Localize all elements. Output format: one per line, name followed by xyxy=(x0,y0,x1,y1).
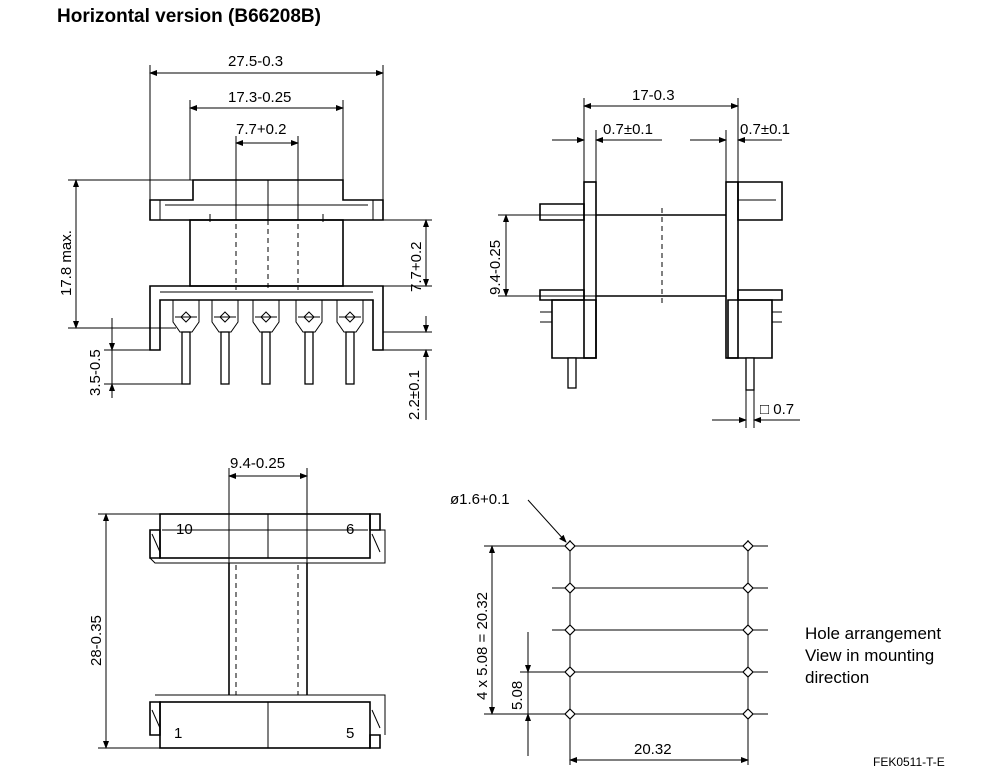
dim-flange-left: 0.7±0.1 xyxy=(603,121,653,138)
front-view: 27.5-0.3 17.3-0.25 7.7+0.2 17.8 max. 3.5… xyxy=(58,53,432,420)
top-view: 10 6 1 5 9.4-0.25 28-0.35 xyxy=(88,455,386,749)
page-title: Horizontal version (B66208B) xyxy=(57,6,321,27)
dim-flange-right: 0.7±0.1 xyxy=(740,121,790,138)
dim-total-pitch: 4 x 5.08 = 20.32 xyxy=(474,592,491,700)
dim-core-height: 7.7+0.2 xyxy=(408,242,425,292)
dim-row-spacing: 20.32 xyxy=(634,741,672,758)
hole-markers xyxy=(564,540,754,720)
dim-pitch: 5.08 xyxy=(509,681,526,710)
dim-side-length: 17-0.3 xyxy=(632,87,675,104)
dim-top-length: 28-0.35 xyxy=(88,615,105,666)
dim-side-core-height: 9.4-0.25 xyxy=(487,240,504,295)
note-line: direction xyxy=(805,668,870,687)
dim-height: 17.8 max. xyxy=(58,230,75,296)
dim-hole-diameter: ø1.6+0.1 xyxy=(450,491,510,508)
hole-arrangement: ø1.6+0.1 4 x 5.08 = 20.32 5.08 20.32 xyxy=(450,491,768,765)
pin-label-5: 5 xyxy=(346,725,354,742)
pin-label-6: 6 xyxy=(346,521,354,538)
dim-inner-width: 17.3-0.25 xyxy=(228,89,291,106)
hole-arrangement-note: Hole arrangement View in mounting direct… xyxy=(805,623,941,689)
note-line: View in mounting xyxy=(805,646,935,665)
dim-pin-offset: 3.5-0.5 xyxy=(87,349,104,396)
note-line: Hole arrangement xyxy=(805,624,942,643)
dim-overall-width: 27.5-0.3 xyxy=(228,53,283,70)
dim-pin-length: 2.2±0.1 xyxy=(406,370,423,420)
pin-label-1: 1 xyxy=(174,725,182,742)
dim-core-width: 7.7+0.2 xyxy=(236,121,286,138)
dim-top-core-width: 9.4-0.25 xyxy=(230,455,285,472)
dim-pin-square: □ 0.7 xyxy=(760,401,794,418)
pin-label-10: 10 xyxy=(176,521,193,538)
side-view: 17-0.3 0.7±0.1 0.7±0.1 9.4-0.25 □ 0.7 xyxy=(487,87,800,428)
figure-code: FEK0511-T-E xyxy=(873,755,945,769)
